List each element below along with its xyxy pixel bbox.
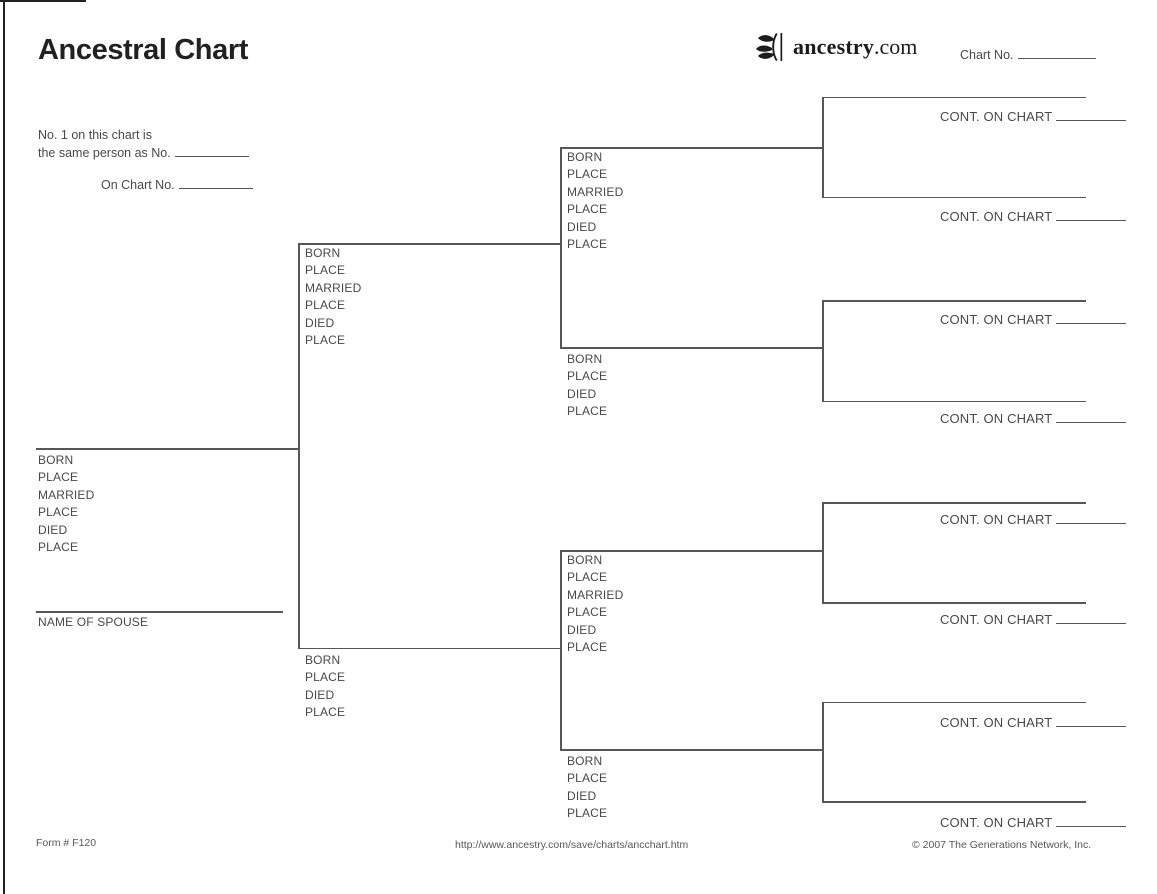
footer-copyright: © 2007 The Generations Network, Inc.: [912, 839, 1092, 851]
chart-no-field: Chart No.: [960, 46, 1096, 62]
person-5-field-labels: BORN PLACE DIED PLACE: [567, 352, 608, 419]
connector-mother-line: [298, 647, 561, 649]
cont-chart-blank: [1056, 511, 1127, 524]
connector-person-6-line: [560, 550, 823, 552]
cont-on-chart-ancestor-15: CONT. ON CHART: [940, 814, 1127, 830]
person-7-field-labels: BORN PLACE DIED PLACE: [567, 754, 608, 821]
reference-line-3: On Chart No.: [101, 176, 253, 194]
cont-on-chart-ancestor-10: CONT. ON CHART: [940, 311, 1127, 327]
page-edge-top: [0, 0, 86, 2]
ancestry-logo: ancestry.com: [755, 31, 917, 63]
connector-ancestors-14-15-bracket: [822, 701, 824, 803]
cont-on-chart-ancestor-9: CONT. ON CHART: [940, 208, 1127, 224]
cont-chart-blank: [1056, 611, 1127, 624]
cont-on-chart-ancestor-11: CONT. ON CHART: [940, 410, 1127, 426]
connector-paternal-grandparents-bracket: [560, 147, 562, 348]
ancestry-logo-text: ancestry.com: [793, 34, 918, 59]
connector-parents-bracket: [298, 243, 300, 649]
page-edge-left: [3, 0, 5, 894]
chart-no-blank: [1017, 46, 1096, 59]
connector-maternal-grandparents-bracket: [560, 550, 562, 750]
connector-father-line: [298, 243, 561, 245]
cont-on-chart-ancestor-13: CONT. ON CHART: [940, 611, 1127, 627]
connector-person-13-line: [822, 602, 1086, 604]
chart-no-label: Chart No.: [960, 48, 1014, 62]
spouse-name-line: [36, 611, 283, 613]
connector-person-7-line: [560, 749, 823, 751]
connector-person-14-line: [822, 701, 1086, 703]
connector-ancestors-12-13-bracket: [822, 502, 824, 603]
footer-url: http://www.ancestry.com/save/charts/ancc…: [455, 839, 689, 851]
cont-chart-blank: [1056, 714, 1127, 727]
cont-on-chart-ancestor-14: CONT. ON CHART: [940, 714, 1127, 730]
cont-on-chart-ancestor-12: CONT. ON CHART: [940, 511, 1127, 527]
reference-line-1: No. 1 on this chart is: [38, 128, 152, 142]
connector-ancestors-10-11-bracket: [822, 300, 824, 402]
form-number: Form # F120: [36, 837, 97, 849]
name-of-spouse-label: NAME OF SPOUSE: [38, 615, 149, 629]
cont-chart-blank: [1056, 311, 1127, 324]
connector-person-1-line: [36, 448, 299, 450]
cont-chart-blank: [1056, 208, 1127, 221]
ancestry-leaf-icon: [756, 33, 783, 61]
cont-chart-blank: [1056, 108, 1127, 121]
person-6-field-labels: BORN PLACE MARRIED PLACE DIED PLACE: [567, 553, 624, 655]
person-1-field-labels: BORN PLACE MARRIED PLACE DIED PLACE: [38, 453, 95, 555]
connector-ancestors-8-9-bracket: [822, 96, 824, 198]
on-chart-no-blank: [178, 176, 253, 189]
cont-on-chart-ancestor-8: CONT. ON CHART: [940, 108, 1127, 124]
connector-person-9-line: [822, 196, 1086, 198]
person-2-field-labels: BORN PLACE MARRIED PLACE DIED PLACE: [305, 246, 362, 348]
connector-person-8-line: [822, 96, 1086, 98]
connector-person-11-line: [822, 400, 1086, 402]
connector-person-4-line: [560, 147, 823, 149]
connector-person-10-line: [822, 300, 1086, 302]
person-4-field-labels: BORN PLACE MARRIED PLACE DIED PLACE: [567, 150, 624, 252]
reference-line-2: the same person as No.: [38, 144, 249, 162]
same-person-no-blank: [174, 144, 249, 157]
connector-person-15-line: [822, 801, 1086, 803]
person-3-field-labels: BORN PLACE DIED PLACE: [305, 653, 346, 720]
cont-chart-blank: [1056, 814, 1127, 827]
page-title: Ancestral Chart: [38, 34, 248, 66]
connector-person-12-line: [822, 502, 1086, 504]
connector-person-5-line: [560, 347, 823, 349]
cont-chart-blank: [1056, 410, 1127, 423]
